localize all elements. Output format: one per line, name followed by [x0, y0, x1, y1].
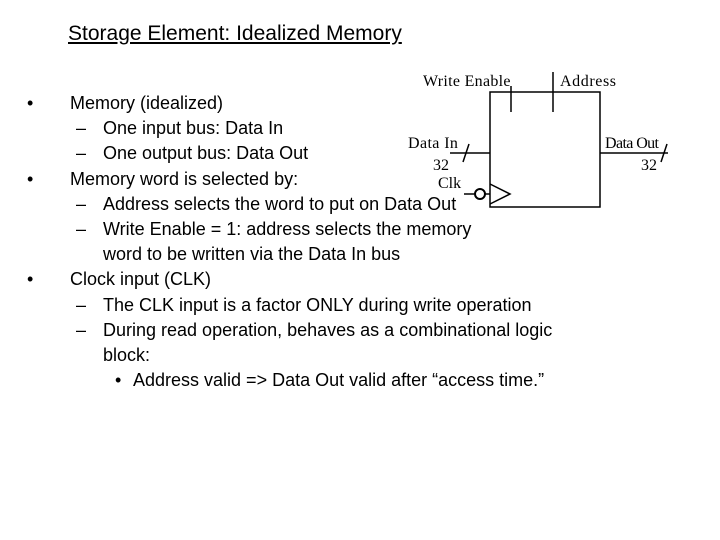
data-in-label: Data In: [408, 135, 458, 152]
data-out-bus-slash: [660, 143, 668, 163]
bullet-text: One output bus: Data Out: [103, 143, 309, 164]
clk-label: Clk: [438, 175, 461, 192]
bullet-text: block:: [103, 345, 151, 365]
memory-block: [489, 91, 601, 208]
data-out-label: Data Out: [605, 135, 660, 152]
bullet-text: Clock input (CLK): [70, 269, 212, 290]
dash-marker: –: [76, 294, 87, 315]
bullet-text: Write Enable = 1: address selects the me…: [103, 219, 472, 239]
bullet-text: One input bus: Data In: [103, 118, 284, 139]
dash-marker: –: [76, 219, 87, 239]
bullet-marker: •: [115, 370, 122, 391]
bullet-text: Address selects the word to put on Data …: [103, 193, 457, 214]
bullet-marker: •: [27, 168, 34, 189]
data-in-width-label: 32: [433, 157, 449, 174]
dash-marker: –: [76, 319, 87, 340]
clk-edge-triangle: [489, 183, 512, 205]
address-label: Address: [560, 73, 617, 90]
data-out-width-label: 32: [641, 157, 657, 174]
dash-marker: –: [76, 193, 87, 214]
write-enable-label: Write Enable: [423, 73, 511, 90]
bullet-marker: •: [27, 269, 34, 290]
data-in-bus-slash: [462, 143, 470, 163]
slide-title: Storage Element: Idealized Memory: [68, 22, 402, 45]
clk-inversion-bubble: [474, 188, 486, 200]
bullet-text: Address valid => Data Out valid after “a…: [133, 370, 545, 391]
bullet-text: word to be written via the Data In bus: [103, 244, 401, 265]
dash-marker: –: [76, 118, 87, 139]
bullet-text: Memory word is selected by:: [70, 168, 299, 189]
bullet-marker: •: [27, 93, 34, 113]
bullet-text: During read operation, behaves as a comb…: [103, 319, 553, 340]
dash-marker: –: [76, 143, 87, 164]
bullet-text: The CLK input is a factor ONLY during wr…: [103, 294, 532, 315]
bullet-text: Memory (idealized): [70, 93, 224, 113]
